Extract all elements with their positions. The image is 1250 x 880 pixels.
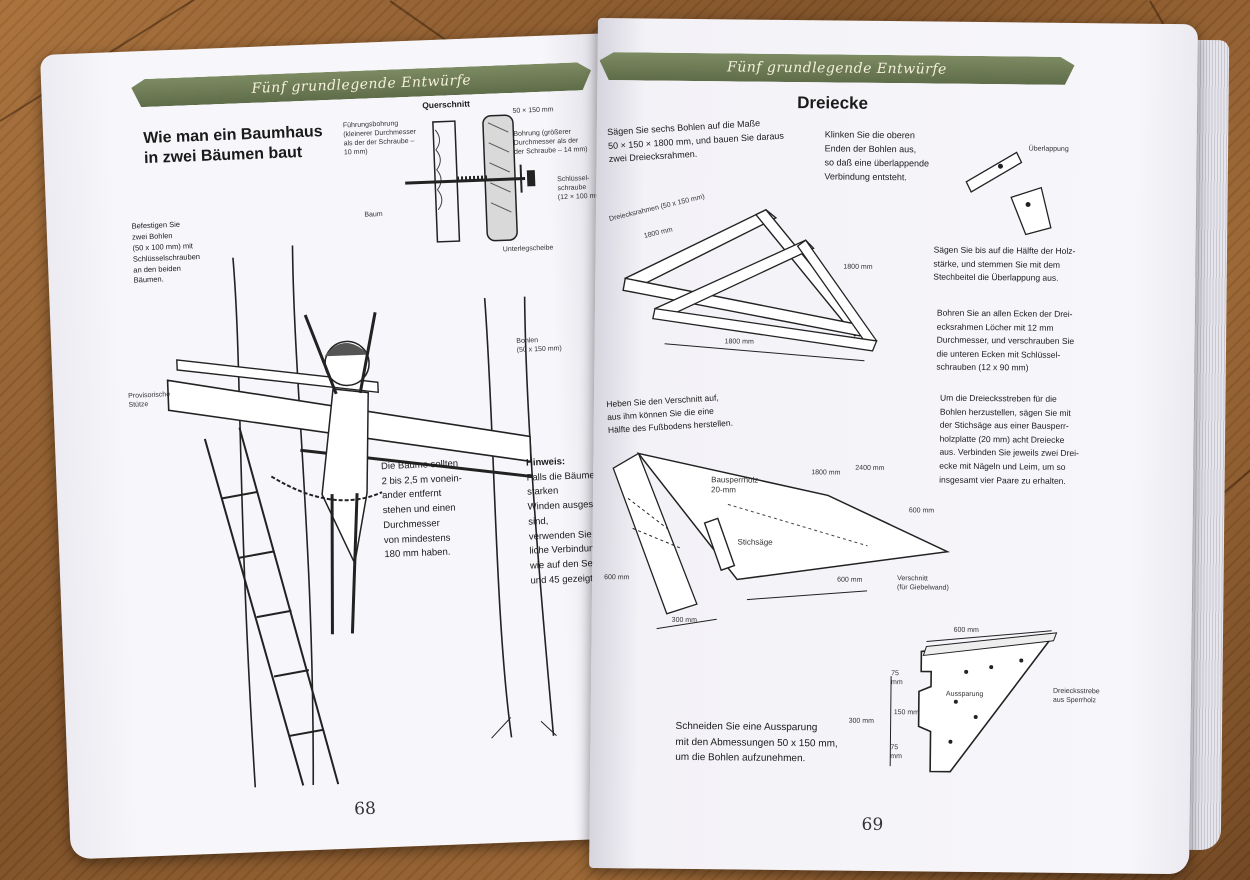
triangle-frames-drawing bbox=[614, 198, 886, 361]
dimension-label: 150 mm bbox=[893, 709, 920, 717]
right-page: Fünf grundlegende Entwürfe Dreiecke Säge… bbox=[589, 18, 1198, 875]
ueberlappung-label: Überlappung bbox=[1028, 145, 1069, 153]
page-title: Dreiecke bbox=[797, 93, 869, 113]
bohlen-label: Bohlen(50 x 150 mm) bbox=[516, 337, 562, 355]
dimension-label: 600 mm bbox=[908, 507, 935, 515]
overlap-detail bbox=[956, 142, 1067, 243]
size-label: 50 × 150 mm bbox=[512, 106, 554, 115]
dimension-label: 2400 mm bbox=[855, 464, 885, 473]
verschnitt-label: Verschnitt(für Giebelwand) bbox=[897, 575, 949, 592]
dimension-label: 600 mm bbox=[604, 574, 630, 582]
dimension-label: 300 mm bbox=[848, 717, 874, 725]
dimension-label: 1800 mm bbox=[811, 469, 841, 477]
dimension-label: 300 mm bbox=[671, 616, 698, 625]
page-title: Wie man ein Baumhaus in zwei Bäumen baut bbox=[143, 122, 324, 169]
bohren-note: Bohren Sie an allen Ecken der Drei-ecksr… bbox=[936, 307, 1075, 373]
dimension-label: 1800 mm bbox=[843, 263, 873, 271]
plywood-sheet-drawing bbox=[607, 438, 969, 632]
dimension-label: 1800 mm bbox=[724, 338, 754, 346]
treehouse-illustration bbox=[143, 235, 583, 791]
cross-section-drawing bbox=[342, 106, 536, 264]
stichsaege-label: Stichsäge bbox=[737, 537, 773, 547]
section-banner: Fünf grundlegende Entwürfe bbox=[131, 62, 592, 108]
baum-label: Baum bbox=[364, 210, 383, 219]
triangle-strut-drawing bbox=[870, 631, 1061, 773]
section-banner: Fünf grundlegende Entwürfe bbox=[599, 52, 1074, 85]
page-number: 69 bbox=[861, 814, 884, 836]
fuehrungsbohrung-label: Führungsbohrung(kleinerer Durchmesser al… bbox=[342, 120, 417, 157]
heben-note: Heben Sie den Verschnitt auf,aus ihm kön… bbox=[606, 392, 734, 436]
dimension-label: 600 mm bbox=[953, 626, 979, 635]
saegen-haelfte-note: Sägen Sie bis auf die Hälfte der Holz-st… bbox=[933, 244, 1076, 284]
dimension-label: 600 mm bbox=[837, 576, 863, 584]
aussparung-label: Aussparung bbox=[945, 690, 984, 699]
page-number: 68 bbox=[353, 798, 377, 820]
left-page: Fünf grundlegende Entwürfe Wie man ein B… bbox=[40, 33, 643, 860]
